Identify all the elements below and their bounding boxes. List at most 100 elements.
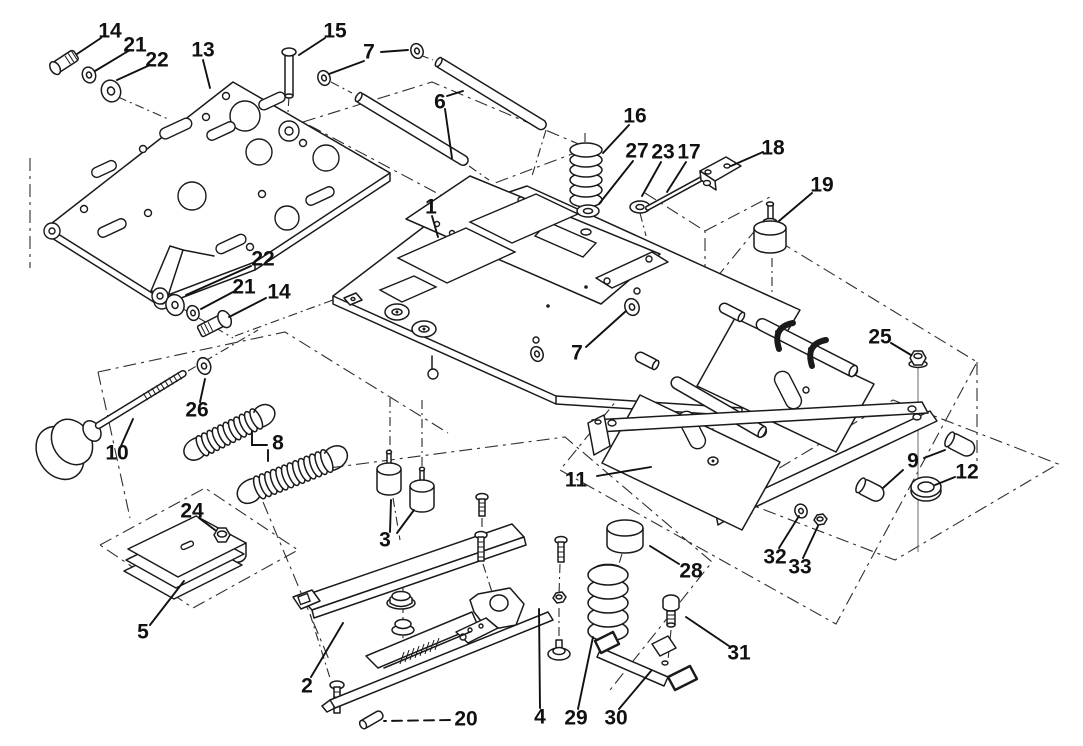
leader-line-13: [202, 59, 211, 89]
leader-line-9: [923, 449, 946, 459]
assembly-axes: [117, 54, 919, 679]
spring-8a: [183, 403, 276, 461]
pin-15: [281, 47, 297, 99]
part-label-7-17: 7: [571, 342, 583, 365]
washer-21a: [81, 66, 97, 84]
part-label-2-31: 2: [301, 675, 313, 698]
bumper-19: [753, 201, 787, 254]
leader-line-27: [598, 160, 634, 205]
part-label-17-10: 17: [677, 141, 700, 164]
washer-21b: [186, 304, 200, 322]
part-label-20-33: 20: [454, 708, 477, 731]
roller-9b: [855, 477, 885, 502]
leader-line-10: [120, 418, 134, 447]
leader-line-2: [310, 622, 344, 678]
nut-25: [908, 350, 928, 369]
washer-22a: [100, 79, 122, 103]
part-label-14-0: 14: [98, 20, 122, 43]
part-4-lever: [321, 587, 554, 713]
part-label-31-32: 31: [727, 642, 751, 665]
leader-line-12: [934, 476, 956, 486]
part-label-33-28: 33: [788, 556, 811, 579]
grommet-lower: [391, 618, 415, 636]
pivot-arm: [150, 245, 215, 305]
leader-line-29: [577, 636, 594, 710]
grommet-upper: [386, 590, 416, 610]
part-label-14-16: 14: [267, 281, 291, 304]
nut-33: [813, 513, 828, 526]
leader-line-21: [94, 49, 131, 72]
part-label-23-9: 23: [651, 141, 674, 164]
part-label-6-6: 6: [434, 91, 446, 114]
part-label-27-8: 27: [625, 140, 648, 163]
part-label-22-14: 22: [251, 248, 274, 271]
pin-20: [358, 710, 384, 730]
leader-line-6: [446, 90, 464, 97]
bolt-14a: [48, 49, 79, 76]
bracket-18: [699, 156, 742, 191]
part-label-3-26: 3: [379, 529, 391, 552]
washer-27: [576, 204, 600, 218]
part-label-4-34: 4: [534, 706, 546, 729]
part-label-18-11: 18: [761, 137, 785, 160]
part-label-12-24: 12: [955, 461, 978, 484]
bumper-3a: [376, 449, 402, 496]
leader-line-25: [890, 342, 912, 356]
leader-line-6: [444, 108, 453, 159]
leader-line-1: [431, 215, 439, 238]
leader-line-7: [380, 49, 409, 53]
leader-line-21: [200, 291, 234, 310]
leader-line-17: [666, 161, 687, 193]
part-label-28-30: 28: [679, 560, 703, 583]
leader-line-8: [251, 431, 268, 446]
leader-line-16: [602, 124, 630, 154]
part-label-5-29: 5: [137, 621, 149, 644]
part-1-seat-pan: [332, 175, 801, 417]
screw-stack-right: [547, 535, 571, 661]
part-label-22-2: 22: [145, 49, 168, 72]
leader-line-19: [778, 192, 813, 222]
leader-line-33: [802, 525, 819, 559]
leader-line-14: [228, 297, 267, 318]
leader-line-30: [618, 670, 652, 710]
part-label-21-1: 21: [123, 34, 147, 57]
part-label-25-18: 25: [868, 326, 892, 349]
rod-6b: [354, 91, 469, 166]
leader-line-11: [596, 466, 652, 477]
bolt-14b: [196, 309, 233, 338]
leader-line-32: [778, 515, 800, 549]
part-label-15-4: 15: [323, 20, 347, 43]
grommet-12: [910, 476, 942, 502]
spring-16: [569, 142, 603, 208]
part-label-10-20: 10: [105, 442, 128, 465]
leader-line-5: [149, 580, 185, 626]
nut-24: [213, 527, 231, 543]
part-label-21-15: 21: [232, 276, 256, 299]
washer-26: [196, 356, 212, 376]
spring-29: [587, 563, 629, 642]
spring-8b: [236, 445, 349, 505]
part-label-19-12: 19: [810, 174, 833, 197]
part-label-30-36: 30: [604, 707, 627, 730]
leader-line-18: [730, 151, 764, 167]
leader-line-7: [585, 310, 627, 348]
knob-10: [35, 369, 187, 481]
part-label-13-3: 13: [191, 39, 214, 62]
part-label-26-19: 26: [185, 399, 208, 422]
leader-line-9: [882, 469, 904, 489]
leader-line-3: [396, 509, 415, 534]
part-label-9-23: 9: [907, 450, 919, 473]
part-label-8-21: 8: [272, 432, 284, 455]
part-label-29-35: 29: [564, 707, 587, 730]
rod-6a: [434, 56, 547, 131]
washer-32: [794, 503, 808, 519]
leader-line-26: [199, 378, 206, 403]
part-label-7-5: 7: [363, 41, 375, 64]
leader-line-15: [298, 37, 326, 56]
washer-22b: [165, 293, 185, 317]
leader-line-3: [389, 499, 392, 533]
cap-28: [606, 519, 644, 554]
